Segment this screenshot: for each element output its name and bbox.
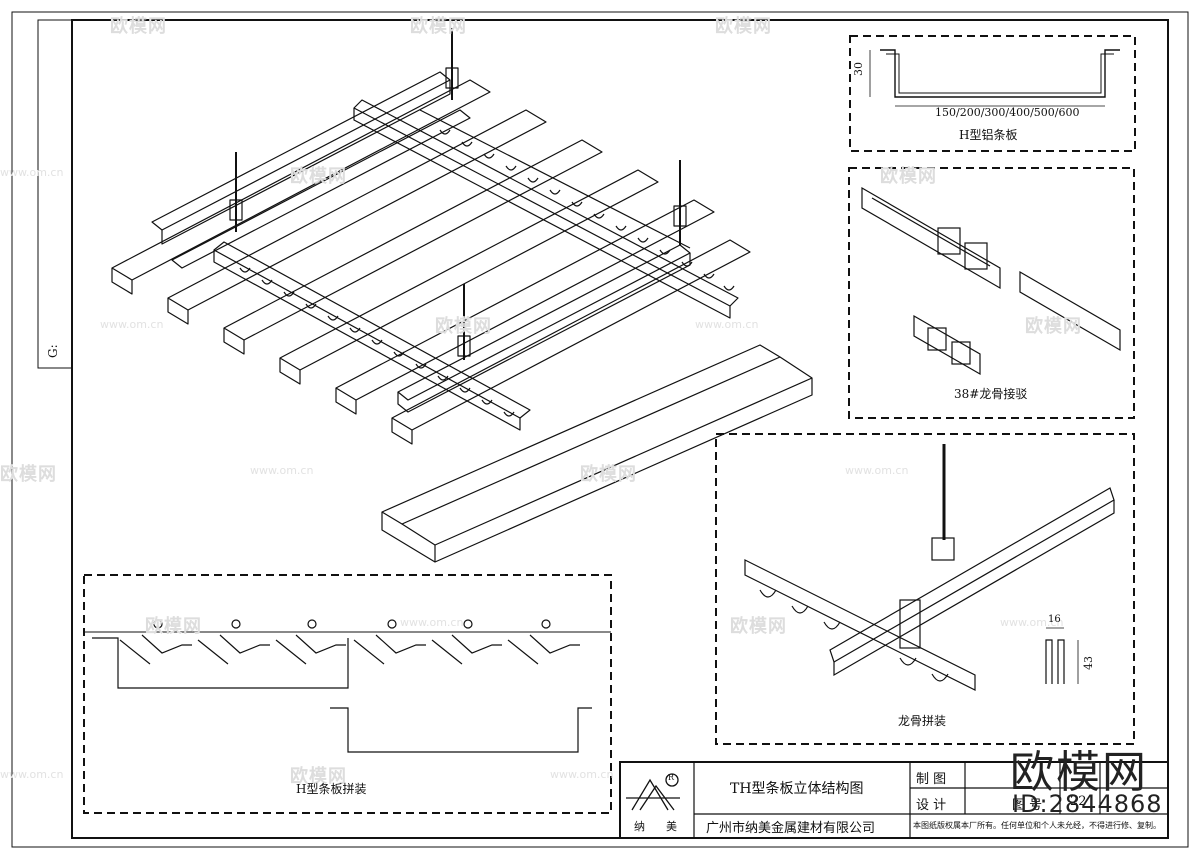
detail-keel-splice xyxy=(848,167,1135,419)
keel-splice-caption: 38#龙骨接驳 xyxy=(954,387,1028,401)
keel-teeth xyxy=(239,129,735,417)
keel-assembly-caption: 龙骨拼装 xyxy=(898,714,947,728)
loose-panel xyxy=(381,344,813,563)
main-isometric-assembly xyxy=(111,28,813,563)
logo-char-2: 美 xyxy=(666,820,677,833)
ceiling-panels xyxy=(111,79,751,445)
logo-mark xyxy=(626,773,680,811)
keel-rails xyxy=(151,71,739,431)
h-panel-caption: H型铝条板 xyxy=(959,128,1018,142)
logo-char-1: 纳 xyxy=(634,820,645,833)
panel-assembly-caption: H型条板拼装 xyxy=(296,782,367,796)
drawing-no-value: 22 xyxy=(1070,794,1087,809)
h-panel-height-dim: 30 xyxy=(852,62,865,76)
company-name: 广州市纳美金属建材有限公司 xyxy=(706,821,876,836)
drawing-no-label: 图 号 xyxy=(1012,798,1043,813)
h-panel-width-dim: 150/200/300/400/500/600 xyxy=(935,106,1080,119)
detail-h-panel xyxy=(849,35,1136,152)
logo-registered-mark: R xyxy=(668,773,675,782)
design-label: 设 计 xyxy=(916,798,947,813)
keel-width-dim: 16 xyxy=(1048,614,1061,625)
detail-keel-assembly xyxy=(715,433,1135,745)
keel-height-dim: 43 xyxy=(1082,656,1095,670)
detail-panel-assembly xyxy=(83,574,612,814)
drawn-label: 制 图 xyxy=(916,772,947,787)
drawing-title: TH型条板立体结构图 xyxy=(730,781,864,797)
copyright-note: 本图纸版权属本厂所有。任何单位和个人未允经，不得进行修、复制。 xyxy=(913,821,1161,830)
title-block xyxy=(619,761,1169,839)
hanger-clips xyxy=(229,67,687,357)
sheet-code: G: xyxy=(46,344,60,358)
